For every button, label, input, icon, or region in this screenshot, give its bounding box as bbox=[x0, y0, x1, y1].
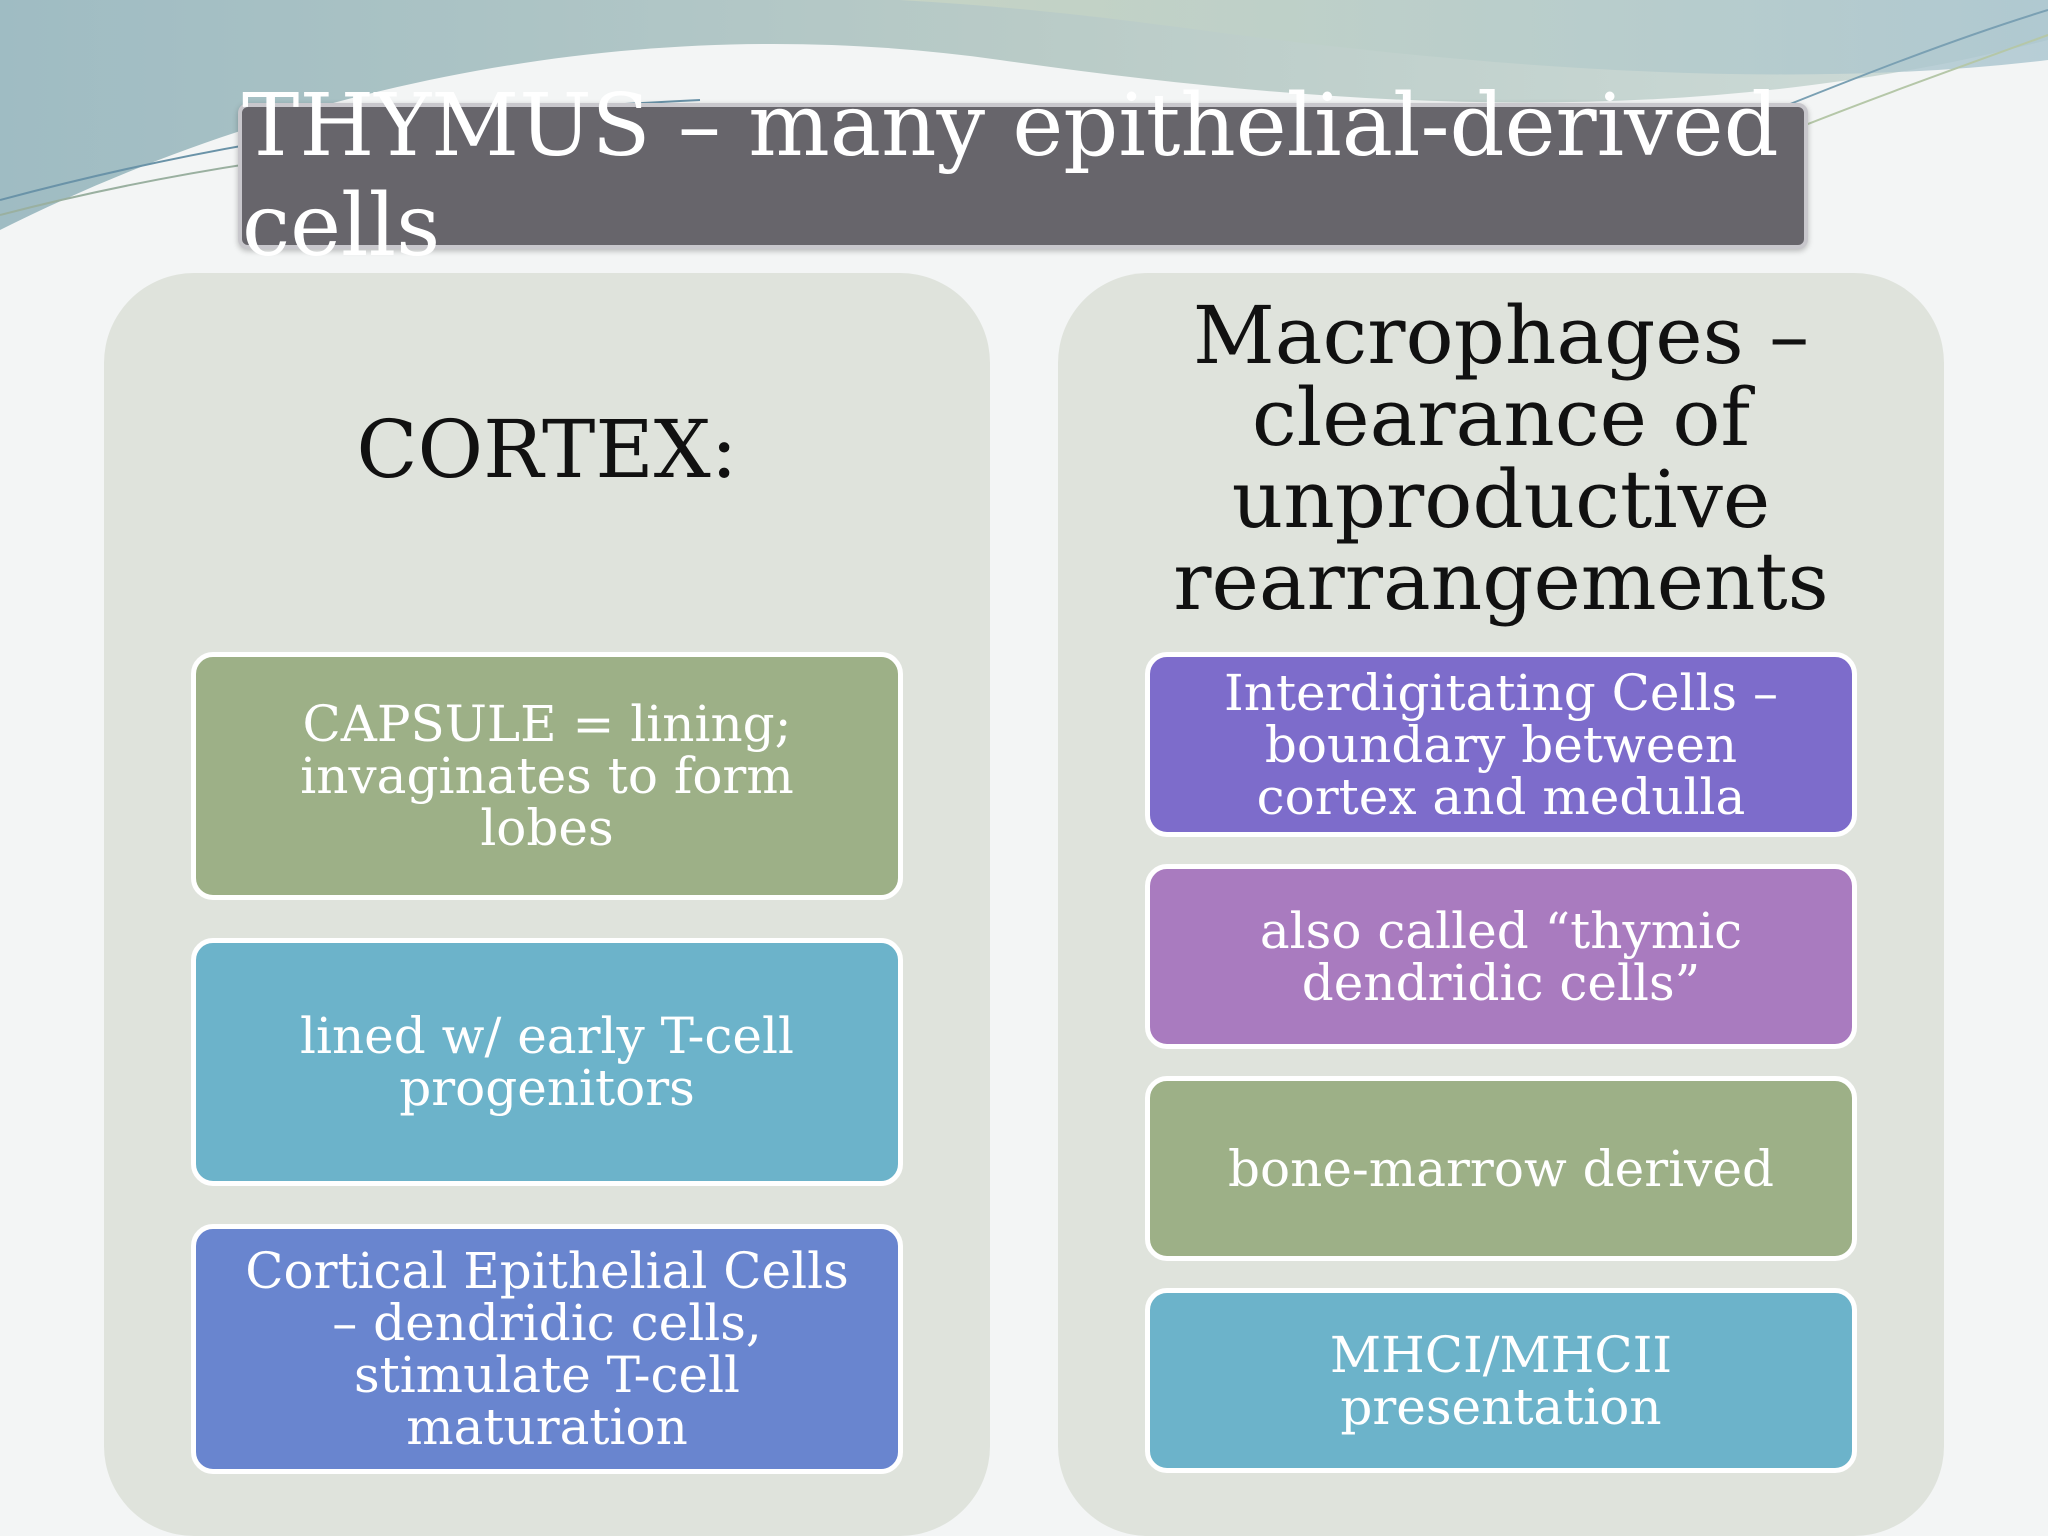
capsule-box: CAPSULE = lining; invaginates to form lo… bbox=[191, 652, 903, 900]
interdigitating-cells-box: Interdigitating Cells – boundary between… bbox=[1145, 652, 1857, 837]
cortical-epithelial-cells-box: Cortical Epithelial Cells – dendridic ce… bbox=[191, 1224, 903, 1474]
slide-title: THYMUS – many epithelial-derived cells bbox=[238, 76, 1808, 276]
mhc-presentation-box: MHCI/MHCII presentation bbox=[1145, 1288, 1857, 1473]
cortex-heading: CORTEX: bbox=[356, 403, 738, 496]
thymic-dendridic-cells-box: also called “thymic dendridic cells” bbox=[1145, 864, 1857, 1049]
bone-marrow-derived-box: bone-marrow derived bbox=[1145, 1076, 1857, 1261]
macrophages-heading: Macrophages – clearance of unproductive … bbox=[1173, 289, 1829, 628]
t-cell-progenitors-box: lined w/ early T-cell progenitors bbox=[191, 938, 903, 1186]
